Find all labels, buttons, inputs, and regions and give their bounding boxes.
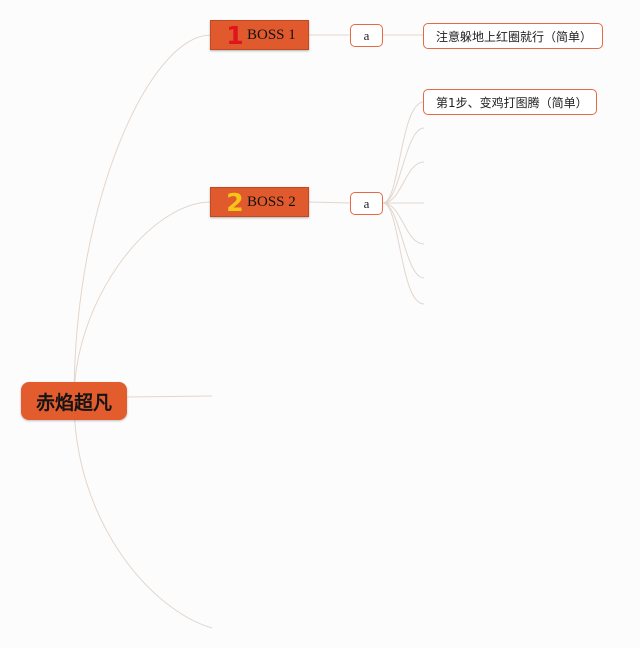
boss-2-leaf-node[interactable]: 第1步、变鸡打图腾（简单） — [423, 89, 597, 115]
connector-root-boss1 — [73, 34, 212, 401]
number-2-icon: 2 — [226, 187, 244, 217]
boss-1-leaf-node[interactable]: 注意躲地上红圈就行（简单） — [423, 23, 603, 49]
connector-boss2-a — [308, 201, 351, 204]
connector-a2-branch-2 — [382, 161, 425, 204]
boss-2-node[interactable]: 2 BOSS 2 — [210, 187, 309, 217]
connector-a2-branch-4 — [382, 202, 425, 245]
connector-a2-branch-5 — [382, 202, 425, 279]
connector-a2-branch-6 — [382, 202, 425, 305]
connector-a2-branch-1 — [382, 127, 425, 204]
boss-2-sub-label: a — [363, 195, 370, 211]
boss-1-leaf-label: 注意躲地上红圈就行（简单） — [436, 29, 593, 44]
boss-1-node[interactable]: 1 BOSS 1 — [210, 20, 309, 50]
root-node[interactable]: 赤焰超凡 — [21, 382, 127, 420]
boss-1-sub-node[interactable]: a — [350, 24, 383, 47]
boss-1-label: BOSS 1 — [247, 26, 296, 43]
number-1-icon: 1 — [226, 20, 244, 50]
connector-root-empty-branch-2 — [73, 399, 213, 629]
connector-a2-leaf — [382, 101, 425, 204]
root-label: 赤焰超凡 — [35, 391, 112, 414]
boss-2-sub-node[interactable]: a — [350, 192, 383, 215]
boss-2-leaf-label: 第1步、变鸡打图腾（简单） — [436, 95, 588, 110]
boss-1-sub-label: a — [363, 27, 370, 43]
connector-root-empty-branch-1 — [126, 395, 213, 398]
boss-2-label: BOSS 2 — [247, 193, 296, 210]
connector-root-boss2 — [73, 201, 212, 401]
